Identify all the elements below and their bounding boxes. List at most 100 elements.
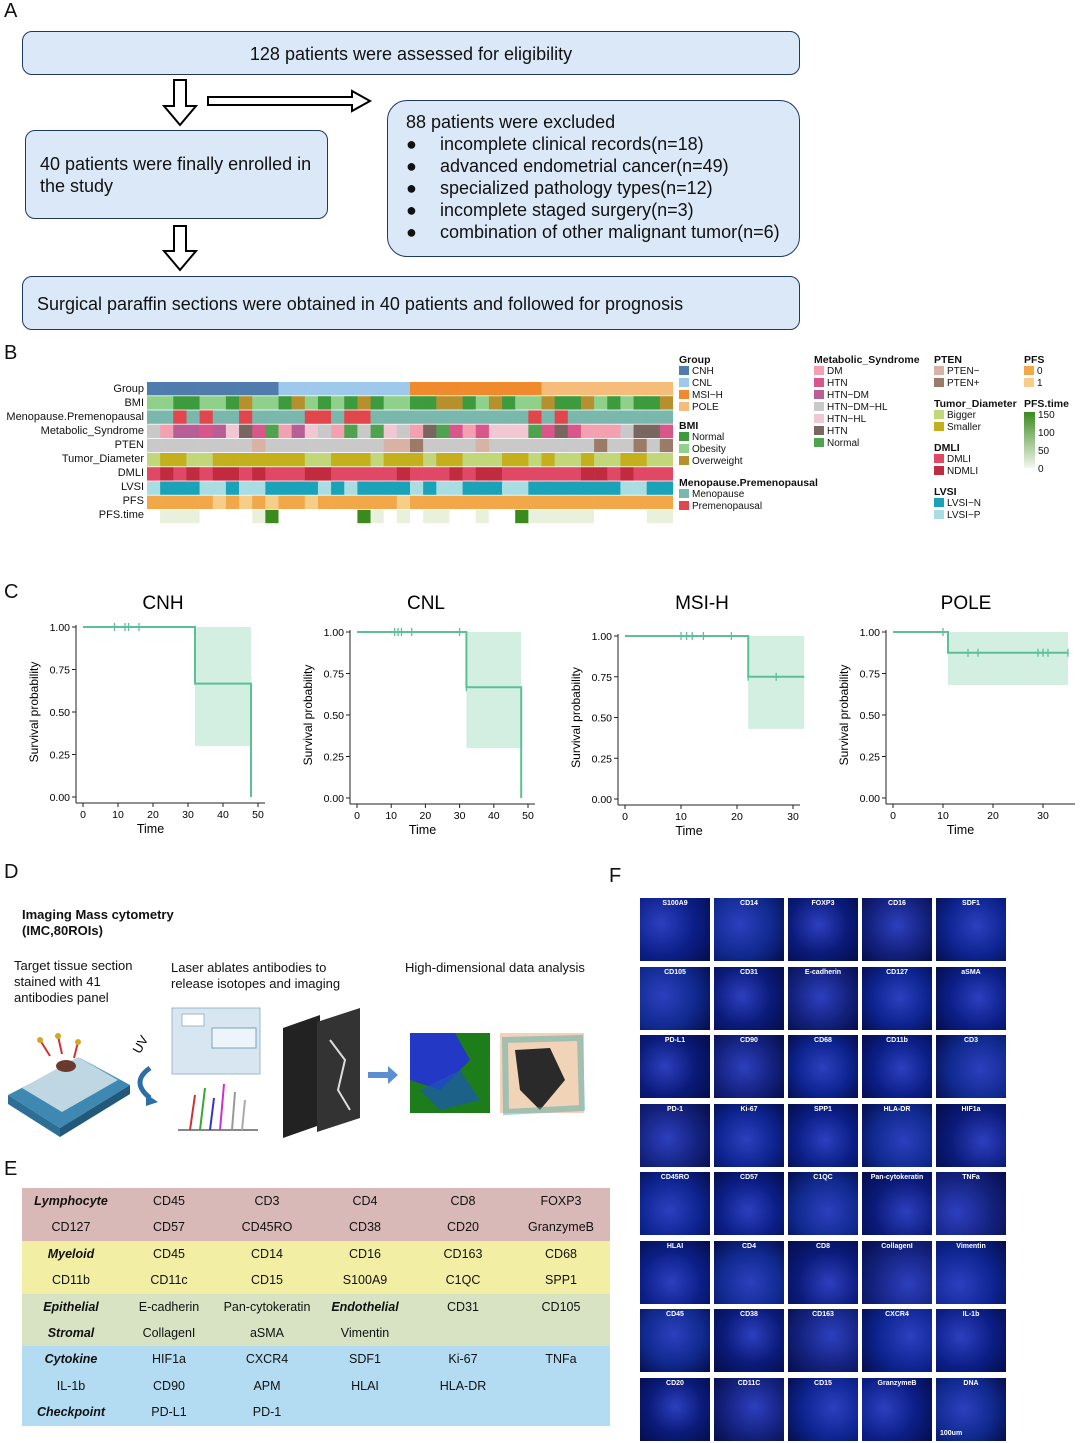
legend-item: HTN: [814, 426, 920, 438]
heatmap-cell: [410, 382, 424, 396]
imc-tile: CD31: [714, 966, 784, 1030]
heatmap-cell: [344, 509, 358, 524]
heatmap-cell: [488, 481, 503, 495]
uv-label: UV: [129, 1033, 151, 1056]
heatmap-cell: [502, 438, 516, 453]
legend-item: PTEN+: [934, 378, 1017, 390]
heatmap-cell: [291, 467, 306, 481]
heatmap-cell: [423, 509, 437, 524]
heatmap-cell: [488, 495, 503, 509]
heatmap-cell: [646, 509, 661, 524]
heatmap-cell: [225, 438, 240, 453]
heatmap-cell: [580, 396, 595, 410]
heatmap-cell: [554, 424, 569, 438]
heatmap-cell: [357, 509, 371, 524]
heatmap-cell: [317, 424, 332, 438]
imc-tile: CD45RO: [640, 1172, 710, 1235]
y-tick-label: 0.75: [592, 672, 613, 684]
legend-item: Menopause: [679, 489, 818, 501]
heatmap-cell: [278, 453, 292, 467]
marker-cell: CD16: [349, 1246, 381, 1261]
marker-cell: CollagenI: [142, 1326, 196, 1340]
heatmap-cell: [462, 467, 477, 481]
heatmap-cell: [331, 495, 345, 509]
assessed-box: 128 patients were assessed for eligibili…: [22, 31, 800, 75]
tile-label: CD163: [812, 1311, 834, 1318]
tile-label: CD45RO: [660, 1174, 690, 1181]
heatmap-cell: [594, 453, 608, 467]
heatmap-cell: [436, 424, 450, 438]
heatmap-cell: [199, 424, 214, 438]
km-ylabel: Survival probability: [569, 667, 583, 768]
heatmap-cell: [186, 410, 200, 424]
km-title: MSI-H: [675, 593, 729, 614]
heatmap-cell: [528, 396, 542, 410]
heatmap-cell: [528, 410, 542, 424]
heatmap-cell: [225, 424, 240, 438]
heatmap-cell: [396, 481, 411, 495]
heatmap-cell: [410, 424, 424, 438]
tile-label: HIF1a: [961, 1105, 981, 1113]
panel-label-e: E: [4, 1158, 18, 1180]
heatmap-cell: [633, 382, 647, 396]
heatmap-cell: [554, 453, 569, 467]
heatmap-cell: [502, 424, 516, 438]
marker-cell: GranzymeB: [528, 1220, 594, 1235]
heatmap-cell: [554, 410, 569, 424]
imc-tile: CD38: [714, 1309, 784, 1372]
heatmap-cell: [580, 467, 595, 481]
heatmap-cell: [423, 396, 437, 410]
marker-cell: HIF1a: [151, 1352, 187, 1367]
heatmap-cell: [239, 410, 253, 424]
heatmap-cell: [383, 495, 398, 509]
heatmap-cell: [488, 410, 503, 424]
heatmap-cell: [186, 481, 200, 495]
imc-tile: CD4: [714, 1240, 784, 1304]
heatmap-cell: [291, 410, 306, 424]
heatmap-cell: [383, 424, 398, 438]
heatmap-cell: [515, 467, 529, 481]
legend-item: MSI−H: [679, 390, 818, 402]
heatmap-cell: [265, 495, 279, 509]
imc-step2: Laser ablates antibodies to release isot…: [171, 960, 341, 991]
heatmap-cell: [252, 453, 266, 467]
heatmap-cell: [633, 453, 647, 467]
heatmap-cell: [212, 495, 227, 509]
x-tick-label: 20: [147, 809, 159, 821]
imc-tile: CD8: [788, 1240, 858, 1304]
heatmap-cell: [515, 410, 529, 424]
heatmap-cell: [357, 453, 371, 467]
heatmap-cell: [357, 481, 371, 495]
heatmap-cell: [291, 424, 306, 438]
heatmap-cell: [515, 396, 529, 410]
heatmap-cell: [607, 382, 621, 396]
imc-tile: CD127: [862, 966, 932, 1030]
heatmap-cell: [383, 481, 398, 495]
legend-item: Obesity: [679, 444, 818, 456]
marker-cell: CD127: [51, 1220, 91, 1235]
heatmap-cell: [265, 382, 279, 396]
marker-cell: TNFa: [545, 1352, 577, 1367]
heatmap-cell: [620, 467, 634, 481]
heatmap-cell: [344, 481, 358, 495]
legend-item: NDMLI: [934, 466, 1017, 478]
heatmap-cell: [344, 424, 358, 438]
heatmap-cell: [396, 424, 411, 438]
heatmap-cell: [317, 410, 332, 424]
heatmap-cell: [173, 481, 187, 495]
heatmap-cell: [147, 495, 161, 509]
heatmap-cell: [357, 396, 371, 410]
x-tick-label: 20: [731, 811, 743, 823]
heatmap-cell: [567, 481, 582, 495]
heatmap-cell: [160, 424, 174, 438]
heatmap-cell: [580, 438, 595, 453]
x-tick-label: 50: [522, 810, 534, 822]
panel-label-b: B: [4, 342, 18, 364]
heatmap-cell: [607, 424, 621, 438]
heatmap-cell: [502, 467, 516, 481]
category-label: Cytokine: [44, 1352, 98, 1367]
heatmap-cell: [659, 438, 673, 453]
